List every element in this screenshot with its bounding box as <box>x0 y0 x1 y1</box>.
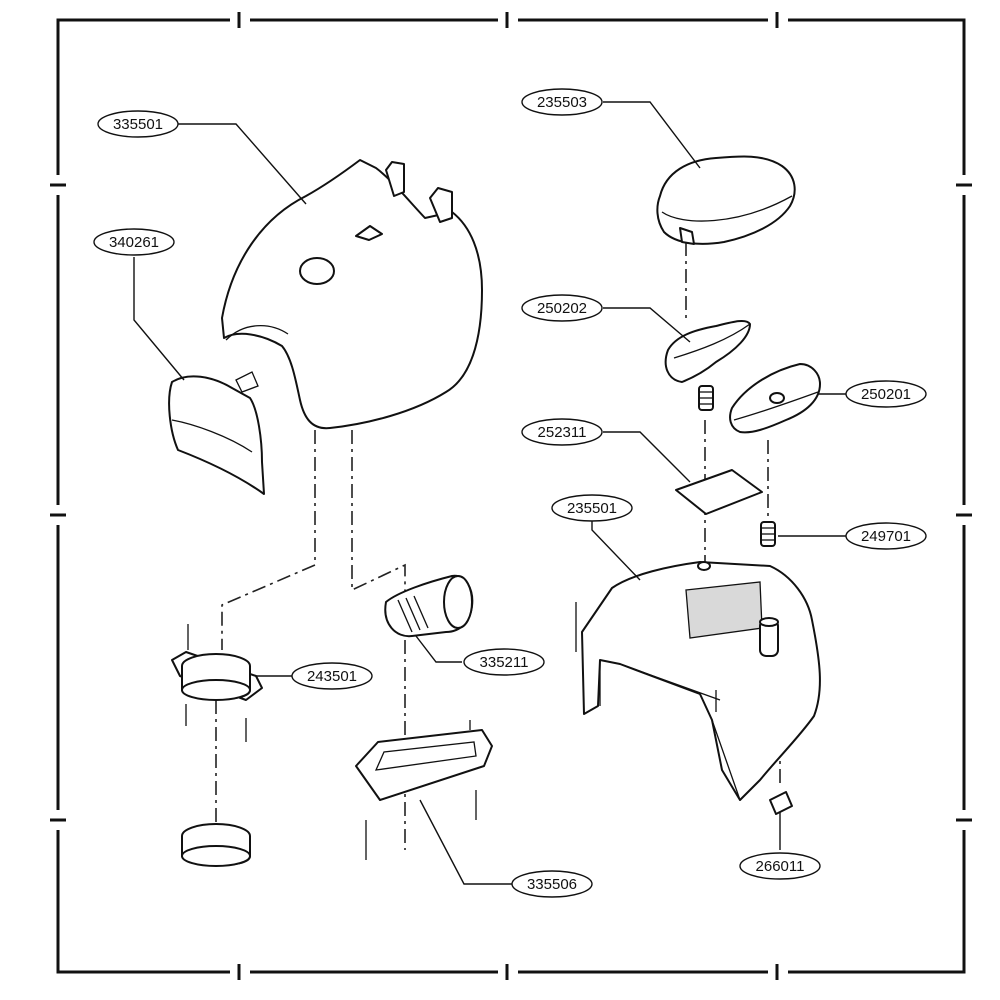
callout-335501: 335501 <box>97 110 179 138</box>
callout-label: 235503 <box>537 94 587 111</box>
callout-label: 340261 <box>109 234 159 251</box>
part-top-cover <box>221 159 483 430</box>
callout-label: 335506 <box>527 876 577 893</box>
callout-250201: 250201 <box>845 380 927 408</box>
diagram-frame <box>50 12 972 980</box>
callout-label: 243501 <box>307 668 357 685</box>
part-spring-upper <box>698 385 714 411</box>
callout-label: 252311 <box>538 424 587 441</box>
callout-235503: 235503 <box>521 88 603 116</box>
part-tab <box>769 791 793 815</box>
part-ring-assembly <box>171 624 263 742</box>
callout-250202: 250202 <box>521 294 603 322</box>
callout-label: 335501 <box>113 116 163 133</box>
part-housing <box>575 561 821 801</box>
callout-335211: 335211 <box>463 648 545 676</box>
part-spring-249701 <box>760 521 776 547</box>
part-front-flap <box>168 375 265 495</box>
part-pad <box>675 469 763 515</box>
part-lid <box>656 155 796 245</box>
callout-249701: 249701 <box>845 522 927 550</box>
part-button-left <box>664 319 751 383</box>
part-button-right <box>729 363 821 434</box>
callout-252311: 252311 <box>521 418 603 446</box>
callout-label: 250201 <box>861 386 911 403</box>
callout-label: 335211 <box>480 654 529 671</box>
callout-266011: 266011 <box>739 852 821 880</box>
callout-235501: 235501 <box>551 494 633 522</box>
part-lower-ring <box>181 823 251 867</box>
callout-243501: 243501 <box>291 662 373 690</box>
callout-label: 235501 <box>567 500 617 517</box>
callout-label: 266011 <box>756 858 805 875</box>
leader-lines <box>133 101 848 885</box>
callout-340261: 340261 <box>93 228 175 256</box>
callout-335506: 335506 <box>511 870 593 898</box>
part-filter <box>384 574 474 638</box>
callout-label: 249701 <box>861 528 911 545</box>
part-tray <box>355 720 493 860</box>
callout-label: 250202 <box>537 300 587 317</box>
